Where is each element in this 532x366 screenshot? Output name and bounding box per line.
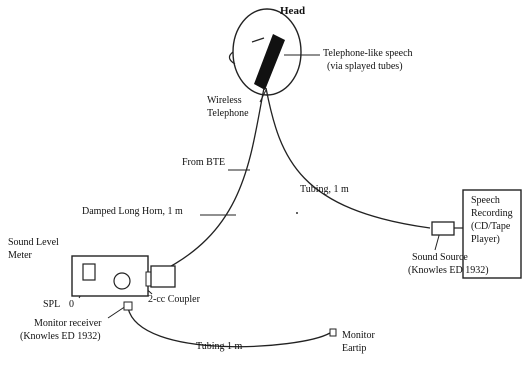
two-cc-coupler bbox=[150, 265, 176, 288]
sound-source-receiver bbox=[431, 221, 455, 236]
player-label: Player) bbox=[471, 234, 500, 245]
coupler-label: 2-cc Coupler bbox=[148, 294, 200, 305]
telephone-speech-sub-label: (via splayed tubes) bbox=[327, 61, 403, 72]
stray-dot bbox=[296, 212, 298, 214]
monitor-receiver bbox=[123, 301, 133, 311]
tubing-to-coupler bbox=[159, 87, 265, 273]
from-bte-label: From BTE bbox=[182, 157, 226, 168]
sound-source-sub-label: (Knowles ED 1932) bbox=[408, 265, 489, 276]
meter-microphone bbox=[113, 272, 131, 290]
speech-tube-mark bbox=[251, 37, 265, 43]
tubing-to-sound-source bbox=[265, 87, 431, 229]
pointer-monitor-receiver bbox=[107, 305, 127, 319]
head-label: Head bbox=[280, 5, 306, 17]
telephone-label: Telephone bbox=[207, 108, 249, 119]
pointer-wireless bbox=[259, 89, 267, 103]
speech-recording-player bbox=[462, 189, 522, 279]
monitor-receiver-sub-label: (Knowles ED 1932) bbox=[20, 331, 101, 342]
tubing-lower-label: Tubing 1 m bbox=[196, 341, 243, 352]
spl-label: SPL bbox=[43, 299, 61, 310]
monitor-eartip bbox=[329, 328, 337, 337]
cd-tape-label: (CD/Tape bbox=[471, 221, 511, 232]
recording-label: Recording bbox=[471, 208, 513, 219]
tubing-upper-label: Tubing, 1 m bbox=[300, 184, 349, 195]
monitor-receiver-label: Monitor receiver bbox=[34, 318, 102, 329]
head-ear bbox=[228, 51, 236, 65]
sound-level-meter-sub-label: Meter bbox=[8, 250, 32, 261]
monitor-eartip-label: Monitor bbox=[342, 330, 375, 341]
damped-horn-label: Damped Long Horn, 1 m bbox=[82, 206, 183, 217]
wireless-telephone-handset bbox=[254, 34, 285, 90]
spl-display bbox=[82, 263, 96, 281]
eartip-label: Eartip bbox=[342, 343, 367, 354]
speech-recording-label: Speech bbox=[471, 195, 500, 206]
spl-value: 0 bbox=[69, 299, 74, 310]
sound-level-meter-label: Sound Level bbox=[8, 237, 59, 248]
sound-source-label: Sound Source bbox=[412, 252, 468, 263]
wireless-label: Wireless bbox=[207, 95, 242, 106]
tubing-to-monitor-eartip bbox=[127, 307, 331, 348]
telephone-speech-label: Telephone-like speech bbox=[323, 48, 413, 59]
